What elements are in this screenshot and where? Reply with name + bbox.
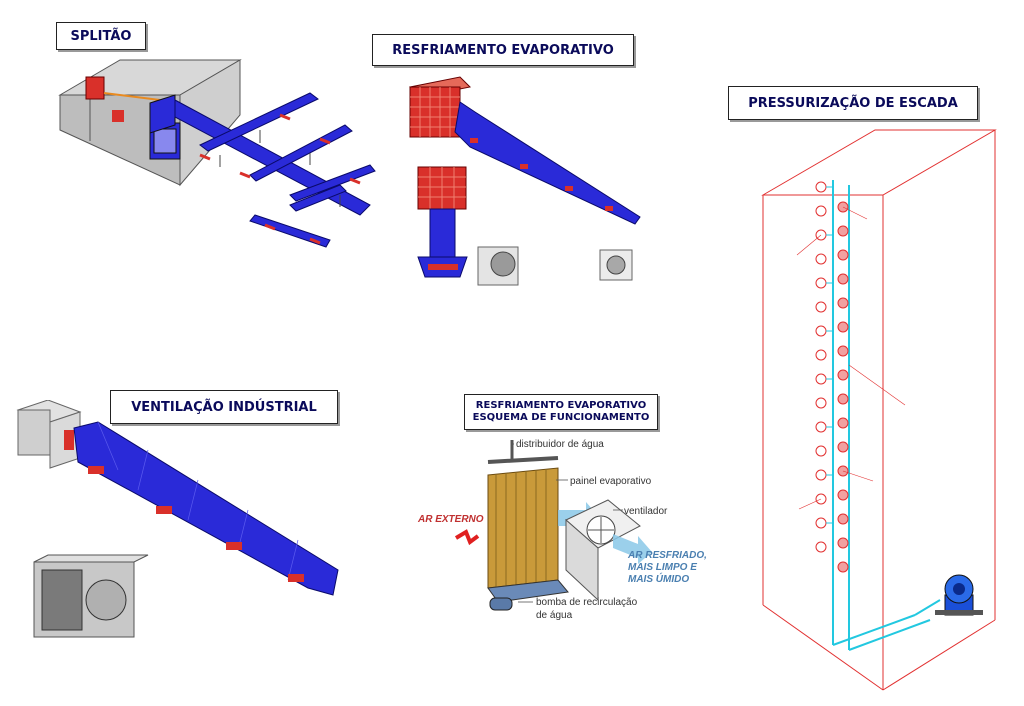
schema-painel-label: painel evaporativo <box>570 476 652 487</box>
splitao-diagram <box>58 59 376 248</box>
schema-distribuidor-label: distribuidor de água <box>516 439 604 450</box>
splitao-label: SPLITÃO <box>56 22 146 50</box>
resfriamento-label: RESFRIAMENTO EVAPORATIVO <box>372 34 634 66</box>
ventilacao-diagram <box>16 400 339 638</box>
schema-ar-resfriado-line2: MAIS LIMPO E <box>628 562 697 573</box>
ventilacao-label: VENTILAÇÃO INDÚSTRIAL <box>110 390 338 424</box>
resfriamento-diagram <box>408 76 641 286</box>
schema-bomba-line1: bomba de recirculação <box>536 597 638 608</box>
schema-ar-externo-label: AR EXTERNO <box>417 514 484 525</box>
schema-ventilador-label: ventilador <box>624 506 668 517</box>
esquema-label-line1: RESFRIAMENTO EVAPORATIVO <box>475 400 647 411</box>
pressurizacao-diagram <box>761 129 997 691</box>
schema-bomba-line2: de água <box>536 610 573 621</box>
schema-ar-resfriado-line3: MAIS ÚMIDO <box>628 572 689 585</box>
esquema-diagram: distribuidor de água painel evaporativo … <box>417 439 707 621</box>
schema-ar-resfriado-line1: AR RESFRIADO, <box>627 550 707 561</box>
esquema-label: RESFRIAMENTO EVAPORATIVO ESQUEMA DE FUNC… <box>464 394 658 430</box>
pressurizacao-label: PRESSURIZAÇÃO DE ESCADA <box>728 86 978 120</box>
esquema-label-line2: ESQUEMA DE FUNCIONAMENTO <box>472 412 650 423</box>
